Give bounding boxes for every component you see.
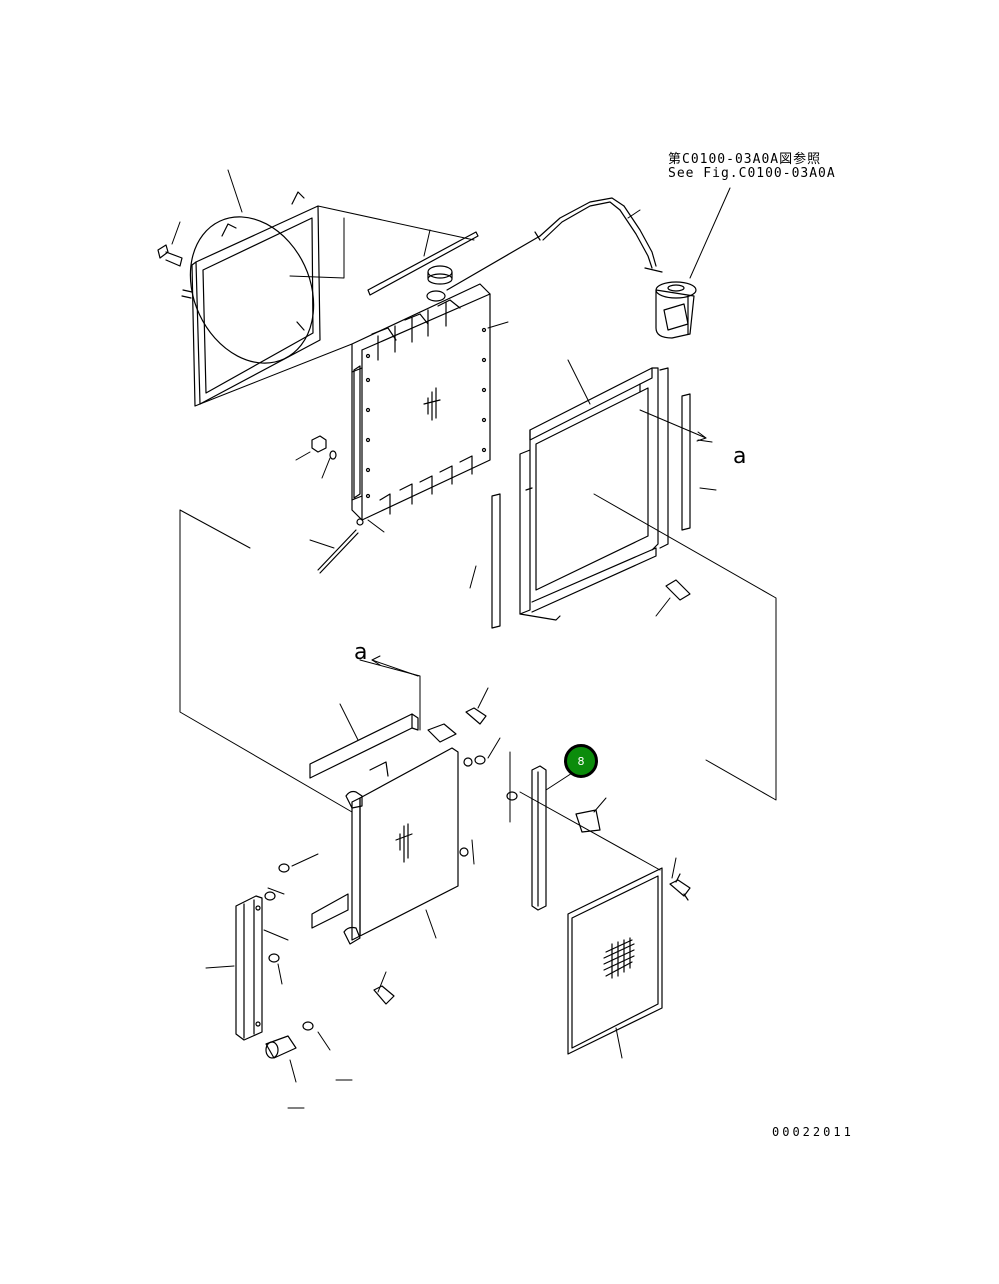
overflow-hose [446, 197, 663, 291]
shroud-bolt [157, 244, 183, 267]
wing-bolt [669, 873, 691, 901]
reference-note-jp: 第C0100-03A0A図参照 [668, 152, 822, 167]
radiator-upper [351, 283, 491, 521]
top-seal-strip [367, 231, 479, 296]
reserve-tank [655, 281, 697, 339]
assembly-lines [179, 205, 777, 871]
lower-cushion [311, 893, 349, 929]
drain-parts [311, 435, 364, 574]
view-arrows [371, 409, 707, 677]
view-label-upper: a [733, 444, 747, 469]
seal-strips [491, 393, 691, 629]
callout-badge[interactable]: 8 [564, 744, 598, 778]
screen-net [567, 867, 663, 1055]
radiator-cap [427, 265, 453, 285]
view-label-lower: a [354, 640, 368, 665]
leader-lines [171, 169, 731, 1109]
side-bracket-left [235, 895, 263, 1041]
radiator-lower [343, 723, 473, 945]
side-bracket-right [531, 765, 547, 911]
fan-shroud [181, 191, 321, 407]
reference-note-en: See Fig.C0100-03A0A [668, 166, 836, 181]
drawing-number: 00022011 [772, 1125, 854, 1139]
radiator-frame [519, 367, 669, 621]
frame-bolt [665, 579, 691, 601]
top-cushion [309, 713, 419, 779]
washers [264, 755, 518, 1031]
